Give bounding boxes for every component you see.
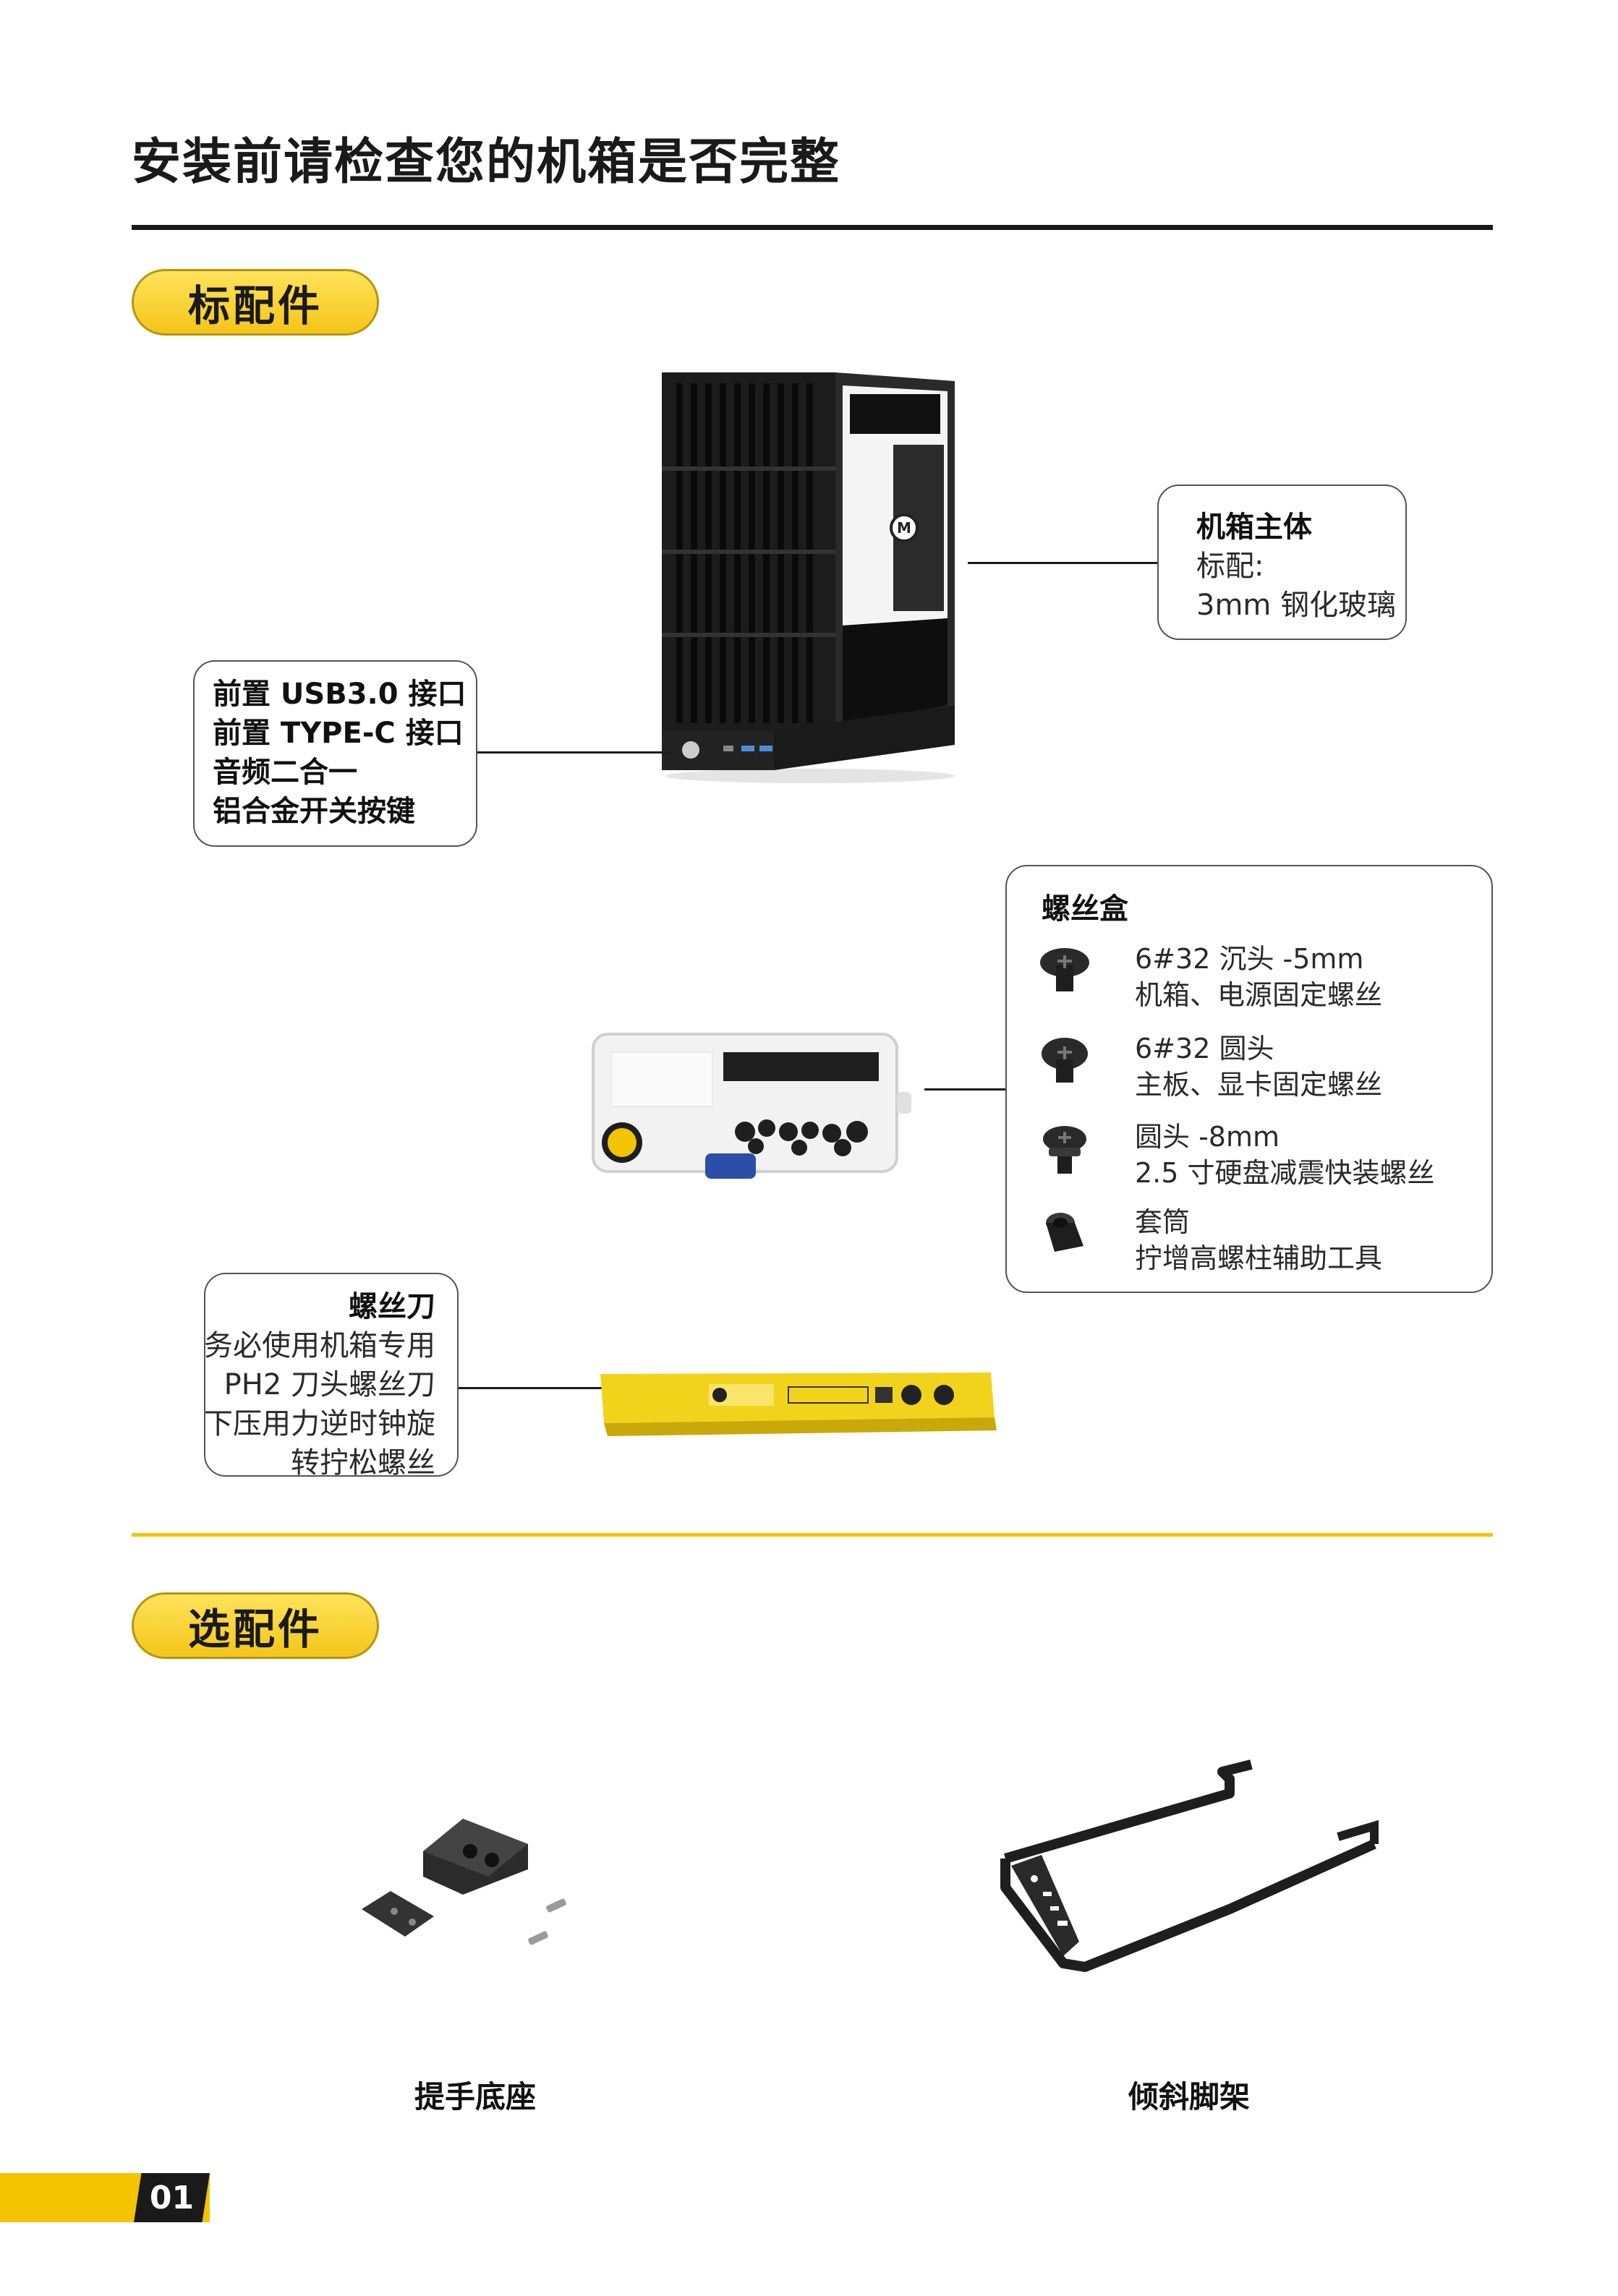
case-body-heading: 机箱主体: [1196, 511, 1312, 544]
front-io-line: 前置 USB3.0 接口: [213, 678, 467, 711]
front-io-line: 铝合金开关按键: [213, 795, 415, 828]
screwdriver-heading: 螺丝刀: [349, 1290, 435, 1323]
screwdriver-box-image: [600, 1373, 997, 1436]
svg-text:M: M: [897, 519, 911, 537]
front-io-connector: [477, 751, 671, 754]
screw-box-heading: 螺丝盒: [1042, 892, 1128, 926]
screw-item-spec: 6#32 沉头 -5mm: [1135, 943, 1364, 975]
screw-item-spec: 6#32 圆头: [1135, 1033, 1274, 1064]
section-divider: [132, 1533, 1493, 1537]
handle-base-caption: 提手底座: [414, 2079, 537, 2114]
countersunk-screw-icon: [1040, 948, 1089, 991]
case-body-line: 3mm 钢化玻璃: [1196, 589, 1397, 622]
case-body-line: 标配:: [1196, 550, 1264, 583]
front-io-line: 音频二合一: [213, 756, 357, 789]
page-title: 安装前请检查您的机箱是否完整: [132, 134, 841, 191]
section-badge-standard: 标配件: [132, 269, 379, 336]
screwdriver-callout: 螺丝刀 务必使用机箱专用 PH2 刀头螺丝刀 下压用力逆时钟旋 转拧松螺丝: [204, 1273, 459, 1480]
title-divider: [132, 225, 1493, 230]
pc-case-image: M: [662, 372, 955, 783]
case-body-connector: [968, 562, 1159, 564]
tilt-stand-image: [1000, 1759, 1379, 1972]
case-body-callout: 机箱主体 标配: 3mm 钢化玻璃: [1157, 485, 1407, 640]
section-badge-optional: 选配件: [132, 1592, 379, 1659]
screwdriver-line: 转拧松螺丝: [291, 1446, 435, 1480]
screwdriver-connector: [459, 1387, 603, 1389]
page-number: 01: [134, 2173, 210, 2222]
screw-item-spec: 套筒: [1135, 1206, 1191, 1238]
screwdriver-line: PH2 刀头螺丝刀: [223, 1368, 435, 1401]
socket-sleeve-icon: [1046, 1213, 1083, 1252]
screw-item-spec: 圆头 -8mm: [1135, 1121, 1280, 1153]
screw-item-usage: 机箱、电源固定螺丝: [1135, 979, 1383, 1011]
screw-item-usage: 2.5 寸硬盘减震快装螺丝: [1135, 1157, 1435, 1189]
screw-box-connector: [924, 1088, 1008, 1091]
screw-item-usage: 拧增高螺柱辅助工具: [1135, 1242, 1383, 1274]
front-io-callout: 前置 USB3.0 接口 前置 TYPE-C 接口 音频二合一 铝合金开关按键: [193, 660, 477, 847]
screw-box-image: [592, 1033, 911, 1179]
handle-base-image: [362, 1819, 566, 1945]
screw-box-callout: 螺丝盒 6#32 沉头 -5mm 机箱、电源固定螺丝 6#32 圆头 主板、显卡…: [1005, 865, 1493, 1293]
screwdriver-line: 务必使用机箱专用: [204, 1329, 435, 1362]
screwdriver-line: 下压用力逆时钟旋: [204, 1407, 435, 1441]
front-io-line: 前置 TYPE-C 接口: [213, 717, 464, 750]
damper-screw-icon: [1043, 1126, 1086, 1174]
round-head-screw-icon: [1042, 1038, 1088, 1083]
tilt-stand-caption: 倾斜脚架: [1128, 2079, 1251, 2114]
screw-item-usage: 主板、显卡固定螺丝: [1135, 1069, 1383, 1101]
